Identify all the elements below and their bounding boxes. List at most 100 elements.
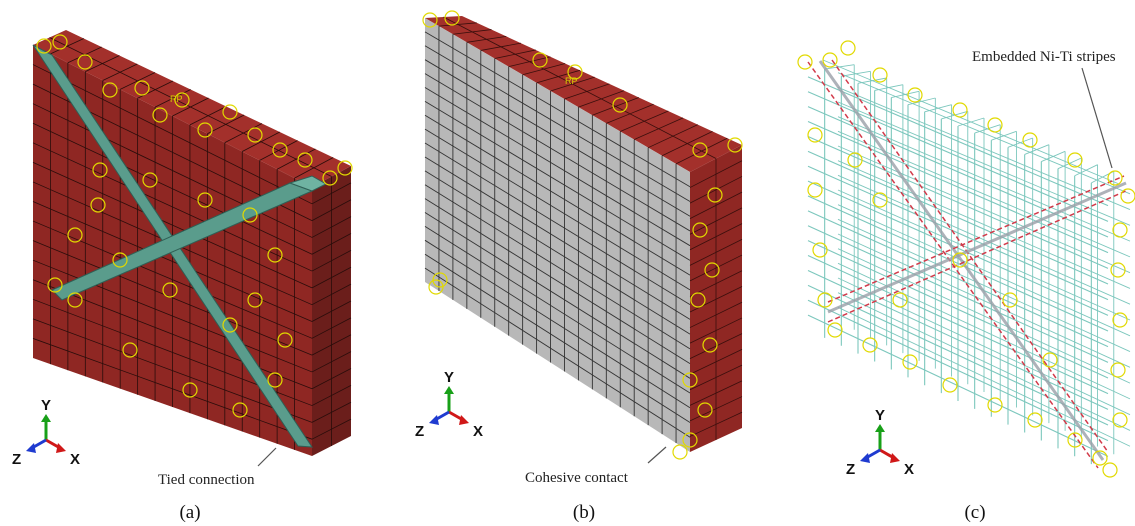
z-axis-label: Z (12, 451, 21, 468)
constraint-marker (67, 227, 83, 243)
constraint-marker (1027, 412, 1043, 428)
mesh-line (689, 176, 743, 204)
constraint-marker (337, 160, 353, 176)
constraint-marker (1102, 462, 1118, 478)
mesh-line (424, 170, 691, 335)
z-axis-label: Z (846, 461, 855, 478)
mesh-line (311, 182, 352, 205)
mesh-line (32, 279, 313, 390)
mesh-line (807, 106, 1109, 238)
mesh-line (807, 165, 1109, 301)
mesh-line (424, 73, 691, 232)
mesh-line (424, 31, 691, 188)
constraint-marker (682, 372, 698, 388)
mesh-line (837, 204, 1131, 337)
constraint-marker (92, 162, 108, 178)
panel-a-leader-line (257, 447, 277, 467)
y-axis-label: Y (41, 397, 51, 414)
constraint-marker (1067, 432, 1083, 448)
panel-c-leader-line (1081, 67, 1113, 169)
constraint-marker (267, 247, 283, 263)
constraint-marker (1067, 152, 1083, 168)
constraint-marker (422, 12, 438, 28)
mesh-line (154, 89, 191, 108)
x-axis-label: X (904, 461, 914, 478)
constraint-marker (197, 192, 213, 208)
constraint-marker (162, 282, 178, 298)
mesh-line (32, 122, 313, 255)
panel-b-axis-triad: Y Z X (415, 369, 483, 440)
panel-a-top-face (33, 30, 351, 187)
panel-b-annotation: Cohesive contact (525, 470, 629, 486)
mesh-line (689, 301, 743, 328)
stripe-1-core (818, 60, 1105, 461)
mesh-line (311, 199, 352, 221)
mesh-line (907, 97, 936, 106)
panel-c-caption: (c) (964, 502, 985, 523)
mesh-line (311, 283, 352, 306)
mesh-line (634, 117, 684, 140)
constraint-marker (822, 52, 838, 68)
panel-c-axis-triad: Y Z X (846, 407, 914, 478)
panel-b-front-face (425, 18, 690, 452)
y-axis-label: Y (444, 369, 454, 386)
constraint-marker (672, 444, 688, 460)
mesh-line (311, 368, 352, 390)
constraint-marker (152, 107, 168, 123)
constraint-marker (840, 40, 856, 56)
mesh-line (424, 267, 691, 438)
constraint-marker (847, 152, 863, 168)
mesh-line (837, 277, 1131, 416)
mesh-line (120, 72, 156, 90)
constraint-marker (1110, 362, 1126, 378)
x-axis-arrowhead (459, 415, 469, 425)
mesh-line (857, 77, 887, 84)
mesh-line (32, 318, 313, 423)
mesh-line (807, 314, 1109, 457)
constraint-marker (222, 317, 238, 333)
stripe-2-edge-a (827, 175, 1125, 303)
constraint-marker (727, 137, 743, 153)
mesh-line (259, 140, 298, 161)
constraint-marker (892, 292, 908, 308)
mesh-line (807, 150, 1109, 285)
constraint-marker (322, 170, 338, 186)
constraint-marker (1107, 170, 1123, 186)
mesh-line (189, 106, 227, 126)
mesh-line (991, 130, 1017, 141)
mesh-line (522, 63, 566, 76)
constraint-marker (272, 142, 288, 158)
stripe-2-edge-b (827, 189, 1129, 323)
mesh-line (689, 238, 743, 266)
constraint-marker (690, 292, 706, 308)
constraint-marker (532, 52, 548, 68)
mesh-line (837, 72, 1131, 195)
mesh-line (1057, 157, 1082, 170)
mesh-line (276, 148, 316, 170)
mesh-line (807, 269, 1109, 410)
mesh-line (311, 317, 352, 339)
mesh-line (311, 418, 352, 440)
constraint-marker (812, 242, 828, 258)
mesh-line (837, 189, 1131, 321)
constraint-marker (682, 432, 698, 448)
constraint-marker (704, 262, 720, 278)
panel-a-reference-point-tag: RP (170, 94, 183, 104)
panel-b-reference-point-tag: RP (565, 76, 578, 86)
mesh-line (807, 210, 1109, 348)
mesh-line (606, 103, 654, 124)
mesh-line (837, 292, 1131, 431)
z-axis-arrowhead (429, 415, 439, 425)
mesh-line (974, 124, 1001, 134)
y-axis-label: Y (875, 407, 885, 424)
mesh-line (647, 124, 698, 149)
mesh-line (807, 195, 1109, 332)
mesh-line (452, 29, 492, 35)
mesh-line (807, 255, 1109, 395)
constraint-marker (1022, 132, 1038, 148)
constraint-marker (102, 82, 118, 98)
mesh-line (207, 114, 245, 135)
constraint-marker (827, 322, 843, 338)
mesh-line (689, 317, 743, 344)
constraint-marker (77, 54, 93, 70)
